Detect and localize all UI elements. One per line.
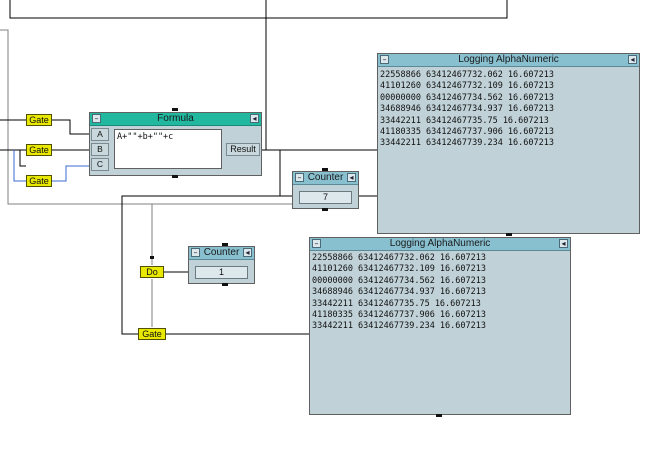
log-line: 22558866 63412467732.062 16.607213 — [312, 253, 486, 263]
logging-alphanumeric-top[interactable]: – Logging AlphaNumeric ◂ 22558866 634124… — [377, 53, 640, 234]
menu-arrow-icon[interactable]: ◂ — [243, 248, 252, 257]
minimize-icon[interactable]: – — [92, 114, 101, 123]
log-titlebar[interactable]: – Logging AlphaNumeric ◂ — [310, 238, 570, 251]
gate-node-1[interactable]: Gate — [26, 114, 52, 126]
counter-titlebar[interactable]: – Counter ◂ — [189, 247, 254, 260]
log-line: 41101260 63412467732.109 16.607213 — [380, 81, 554, 92]
gate-node-3[interactable]: Gate — [26, 175, 52, 187]
formula-output-result[interactable]: Result — [226, 143, 260, 156]
formula-sequence-out-pin[interactable] — [172, 175, 178, 178]
minimize-icon[interactable]: – — [380, 55, 389, 64]
formula-title: Formula — [157, 113, 194, 124]
minimize-icon[interactable]: – — [191, 248, 200, 257]
minimize-icon[interactable]: – — [295, 173, 304, 182]
log-line: 34688946 63412467734.937 16.607213 — [312, 287, 486, 298]
log-lines: 22558866 63412467732.062 16.607213 41101… — [312, 253, 486, 333]
wire-blue-gate3 — [13, 150, 26, 182]
log-line: 22558866 63412467732.062 16.607213 — [380, 70, 554, 80]
log-titlebar[interactable]: – Logging AlphaNumeric ◂ — [378, 54, 639, 67]
formula-expression-field[interactable]: A+""+b+""+c — [114, 129, 222, 169]
wire-gate1-a — [51, 119, 90, 135]
log-line: 33442211 63412467735.75 16.607213 — [312, 298, 481, 309]
gate-label: Gate — [29, 145, 49, 155]
log-line: 33442211 63412467739.234 16.607213 — [312, 321, 486, 332]
gate-label: Gate — [142, 329, 162, 339]
menu-arrow-icon[interactable]: ◂ — [250, 114, 259, 123]
log-line: 41180335 63412467737.906 16.607213 — [312, 310, 486, 321]
counter-title: Counter — [203, 247, 240, 258]
counter-titlebar[interactable]: – Counter ◂ — [293, 172, 358, 185]
gate-node-4[interactable]: Gate — [138, 328, 166, 340]
wire-sync — [19, 150, 26, 167]
log-line: 00000000 63412467734.562 16.607213 — [380, 92, 554, 103]
formula-expression: A+""+b+""+c — [117, 132, 174, 142]
log-title: Logging AlphaNumeric — [389, 238, 491, 249]
do-node[interactable]: Do — [140, 266, 164, 278]
counter-object-bottom[interactable]: – Counter ◂ 1 — [188, 246, 255, 284]
counter-sequence-pin[interactable] — [322, 208, 328, 211]
log-sequence-pin[interactable] — [506, 233, 512, 236]
log-line: 41101260 63412467732.109 16.607213 — [312, 264, 486, 275]
menu-arrow-icon[interactable]: ◂ — [559, 239, 568, 248]
log-line: 33442211 63412467735.75 16.607213 — [380, 115, 549, 126]
counter-value: 1 — [195, 266, 248, 279]
counter-object-top[interactable]: – Counter ◂ 7 — [292, 171, 359, 209]
counter-sequence-pin[interactable] — [222, 283, 228, 286]
formula-titlebar[interactable]: – Formula ◂ — [90, 113, 261, 126]
log-line: 34688946 63412467734.937 16.607213 — [380, 104, 554, 115]
gate-label: Gate — [29, 115, 49, 125]
wire-gate3-c — [51, 165, 90, 182]
log-sequence-pin[interactable] — [436, 414, 442, 417]
formula-input-b[interactable]: B — [91, 143, 109, 156]
counter-value: 7 — [299, 191, 352, 204]
log-line: 33442211 63412467739.234 16.607213 — [380, 138, 554, 149]
do-label: Do — [146, 267, 158, 277]
formula-input-c[interactable]: C — [91, 158, 109, 171]
formula-sequence-in-pin[interactable] — [172, 108, 178, 111]
minimize-icon[interactable]: – — [312, 239, 321, 248]
do-sequence-pin[interactable] — [150, 256, 154, 259]
log-title: Logging AlphaNumeric — [458, 54, 559, 65]
menu-arrow-icon[interactable]: ◂ — [628, 55, 637, 64]
counter-title: Counter — [307, 172, 344, 183]
logging-alphanumeric-bottom[interactable]: – Logging AlphaNumeric ◂ 22558866 634124… — [309, 237, 571, 415]
menu-arrow-icon[interactable]: ◂ — [347, 173, 356, 182]
formula-input-a[interactable]: A — [91, 128, 109, 141]
wire-frame-left — [0, 29, 300, 205]
log-line: 41180335 63412467737.906 16.607213 — [380, 127, 554, 138]
counter-sequence-pin[interactable] — [322, 168, 328, 171]
wire-loop — [121, 195, 378, 335]
log-lines: 22558866 63412467732.062 16.607213 41101… — [380, 70, 554, 150]
gate-label: Gate — [29, 176, 49, 186]
wire-frame-top — [9, 0, 508, 19]
log-line: 00000000 63412467734.562 16.607213 — [312, 275, 486, 286]
gate-node-2[interactable]: Gate — [26, 144, 52, 156]
formula-object[interactable]: – Formula ◂ A B C A+""+b+""+c Result — [89, 112, 262, 176]
counter-sequence-pin[interactable] — [222, 243, 228, 246]
